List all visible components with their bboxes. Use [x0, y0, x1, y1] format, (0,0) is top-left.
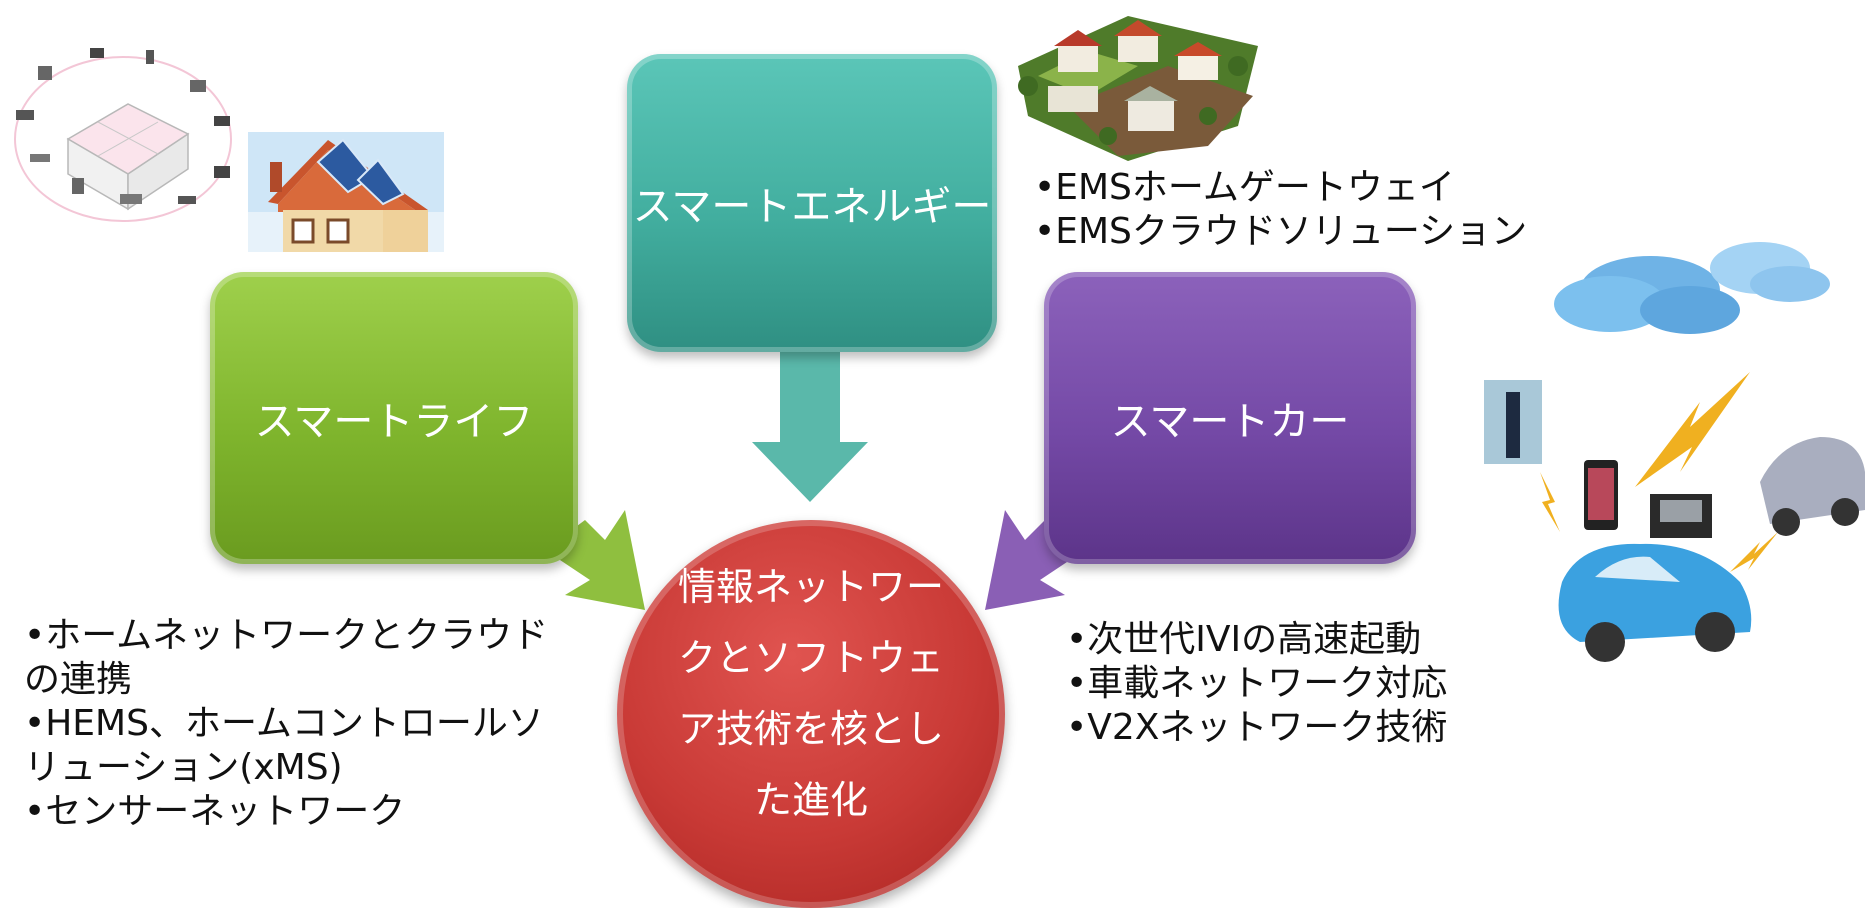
solar-house-illustration [248, 132, 444, 252]
energy-down-arrow [752, 352, 868, 502]
smart-life-label: スマートライフ [254, 399, 534, 445]
smart-energy-box: スマートエネルギー [627, 54, 997, 352]
core-evolution-text: 情報ネットワー クとソフトウェ ア技術を核とし た進化 [676, 552, 946, 836]
car-point: •次世代IVIの高速起動 [1066, 619, 1422, 660]
car-point: •車載ネットワーク対応 [1066, 663, 1448, 704]
core-line: た進化 [753, 778, 868, 822]
core-line: 情報ネットワー [677, 565, 944, 609]
life-points: •ホームネットワークとクラウド の連携 •HEMS、ホームコントロールソ リュー… [24, 614, 548, 834]
life-point: •センサーネットワーク [24, 791, 406, 832]
life-point: の連携 [24, 659, 133, 700]
energy-point: •EMSホームゲートウェイ [1034, 167, 1455, 208]
connected-car-illustration [1484, 242, 1865, 662]
car-points: •次世代IVIの高速起動 •車載ネットワーク対応 •V2Xネットワーク技術 [1066, 618, 1447, 750]
home-network-illustration [14, 48, 232, 222]
car-point: •V2Xネットワーク技術 [1066, 707, 1448, 748]
energy-point: •EMSクラウドソリューション [1034, 211, 1528, 252]
life-point: •ホームネットワークとクラウド [24, 615, 549, 656]
smart-car-label: スマートカー [1110, 399, 1350, 445]
core-evolution-circle: 情報ネットワー クとソフトウェ ア技術を核とし た進化 [617, 520, 1005, 908]
smart-life-box: スマートライフ [210, 272, 578, 564]
village-illustration [1018, 16, 1258, 161]
smart-energy-label: スマートエネルギー [632, 184, 992, 230]
smart-car-box: スマートカー [1044, 272, 1416, 564]
core-line: ア技術を核とし [677, 707, 944, 751]
life-point: リューション(xMS) [24, 747, 343, 788]
energy-points: •EMSホームゲートウェイ •EMSクラウドソリューション [1034, 166, 1527, 254]
life-point: •HEMS、ホームコントロールソ [24, 703, 544, 744]
core-line: クとソフトウェ [677, 636, 944, 680]
